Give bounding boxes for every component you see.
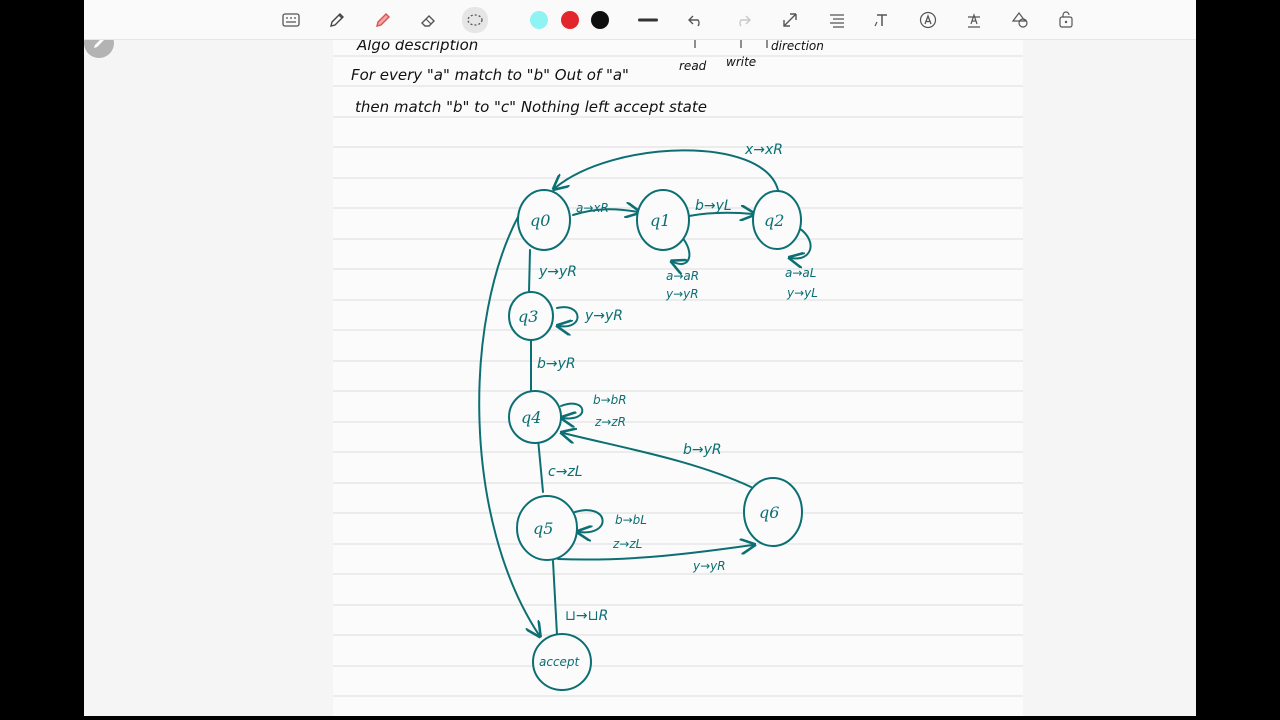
state-q1	[636, 189, 690, 251]
state-q2	[752, 190, 802, 250]
label-q5-loop-2: z→zL	[612, 537, 642, 551]
state-q3	[508, 291, 554, 341]
state-q6-label: q6	[759, 503, 779, 522]
notebook-page[interactable]: Algo description For every "a" match to …	[333, 40, 1023, 716]
label-q4-loop-1: b→bR	[593, 393, 627, 407]
pencil-icon	[94, 38, 104, 48]
lasso-icon[interactable]	[462, 7, 488, 33]
label-q0-q1: a→xR	[576, 201, 609, 215]
shapes-line-icon[interactable]	[636, 8, 660, 32]
note-canvas[interactable]: Algo description For every "a" match to …	[84, 0, 1196, 716]
label-q5-q6: y→yR	[692, 559, 726, 573]
state-accept-label: accept	[539, 655, 581, 669]
text-box-icon[interactable]	[962, 8, 986, 32]
color-swatch-red[interactable]	[561, 11, 579, 29]
label-q1-loop-1: a→aR	[666, 269, 699, 283]
highlighter-icon[interactable]	[371, 8, 395, 32]
state-q1-label: q1	[650, 211, 670, 230]
edge-q0-accept	[478, 214, 539, 635]
color-swatch-black[interactable]	[591, 11, 609, 29]
label-q2-loop-2: y→yL	[786, 286, 818, 300]
edge-q2-loop	[791, 227, 812, 259]
note-line-1: Algo description	[356, 40, 478, 54]
edge-q0-q1	[572, 209, 638, 215]
text-align-icon[interactable]	[825, 8, 849, 32]
toolbar	[84, 0, 1196, 40]
state-q2-label: q2	[764, 211, 784, 230]
state-q4-label: q4	[521, 408, 541, 427]
state-q3-label: q3	[518, 307, 538, 326]
pen-icon[interactable]	[325, 8, 349, 32]
label-q0-q3: y→yR	[538, 264, 577, 280]
label-q4-q5: c→zL	[548, 464, 583, 480]
annotation-write: write	[726, 55, 756, 69]
edge-q4-q5	[537, 438, 544, 493]
label-q4-loop-2: z→zR	[594, 415, 626, 429]
edge-q5-loop	[574, 509, 604, 532]
label-q1-loop-2: y→yR	[665, 287, 699, 301]
state-q0-label: q0	[530, 211, 550, 230]
label-q5-accept: ⊔→⊔R	[565, 608, 608, 624]
note-line-3: then match "b" to "c" Nothing left accep…	[355, 98, 707, 116]
edge-q4-loop	[561, 402, 584, 419]
state-accept	[532, 633, 592, 691]
edge-q1-q2	[688, 213, 753, 216]
handwritten-notes: Algo description For every "a" match to …	[351, 40, 824, 691]
state-q4	[508, 390, 562, 444]
pointer-icon[interactable]	[778, 8, 802, 32]
edge-q5-accept	[552, 560, 558, 636]
text-tool-icon[interactable]	[870, 8, 894, 32]
label-q3-q4: b→yR	[537, 356, 576, 372]
redo-icon[interactable]	[731, 8, 755, 32]
annotation-direction: direction	[771, 40, 824, 53]
edge-q0-q3	[528, 249, 531, 293]
eraser-icon[interactable]	[417, 8, 441, 32]
undo-icon[interactable]	[684, 8, 708, 32]
state-q5-label: q5	[533, 519, 553, 538]
lock-icon[interactable]	[1054, 8, 1078, 32]
edge-q5-q6	[557, 545, 753, 561]
label-q6-q4: b→yR	[683, 442, 722, 458]
edge-q1-loop	[673, 235, 691, 264]
ruled-lines	[333, 55, 1023, 697]
label-q5-loop-1: b→bL	[615, 513, 647, 527]
edge-q3-loop	[557, 306, 579, 326]
label-q2-loop-1: a→aL	[785, 266, 816, 280]
label-q3-loop: y→yR	[584, 308, 623, 324]
color-swatch-cyan[interactable]	[530, 11, 548, 29]
keyboard-icon[interactable]	[279, 8, 303, 32]
state-q6	[743, 477, 803, 547]
label-q2-q0: x→xR	[744, 142, 783, 158]
annotation-read: read	[679, 59, 707, 73]
edge-q6-q4	[563, 433, 752, 488]
shapes-icon[interactable]	[1008, 8, 1032, 32]
font-icon[interactable]	[916, 8, 940, 32]
state-q5	[516, 495, 578, 561]
label-q1-q2: b→yL	[695, 198, 732, 214]
state-q0	[517, 189, 571, 251]
edge-q2-q0	[555, 149, 779, 190]
note-line-2: For every "a" match to "b" Out of "a"	[351, 66, 629, 84]
